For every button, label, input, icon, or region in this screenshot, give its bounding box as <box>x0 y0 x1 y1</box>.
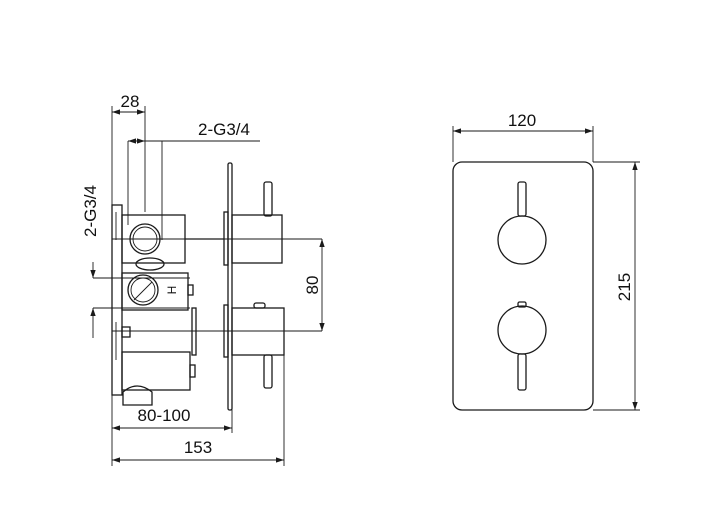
dim-label-inlet: 2-G3/4 <box>81 185 100 237</box>
dim-inlet-left: 2-G3/4 <box>81 185 190 338</box>
dim-120: 120 <box>453 111 593 134</box>
dim-label-215: 215 <box>615 273 634 301</box>
upper-knob-icon <box>497 215 547 265</box>
dim-label-153: 153 <box>184 438 212 457</box>
dim-215: 215 <box>615 162 638 410</box>
hot-inlet-port-icon <box>127 274 159 306</box>
hot-marker: H <box>165 286 179 295</box>
dim-label-120: 120 <box>508 111 536 130</box>
dim-80-100: 80-100 <box>112 406 232 431</box>
side-view: 28 2-G3/4 2-G3/4 H <box>81 92 325 466</box>
faceplate <box>452 161 594 411</box>
dim-label-28: 28 <box>121 92 140 111</box>
dim-80: 80 <box>303 239 325 331</box>
lower-knob-icon <box>497 305 547 355</box>
dim-outlet-top: 2-G3/4 <box>128 120 260 144</box>
front-view: 120 215 <box>452 111 640 411</box>
dim-label-80: 80 <box>303 276 322 295</box>
dim-label-80-100: 80-100 <box>138 406 191 425</box>
dim-153: 153 <box>112 438 284 463</box>
dim-label-outlet: 2-G3/4 <box>198 120 250 139</box>
dim-28: 28 <box>112 92 145 115</box>
